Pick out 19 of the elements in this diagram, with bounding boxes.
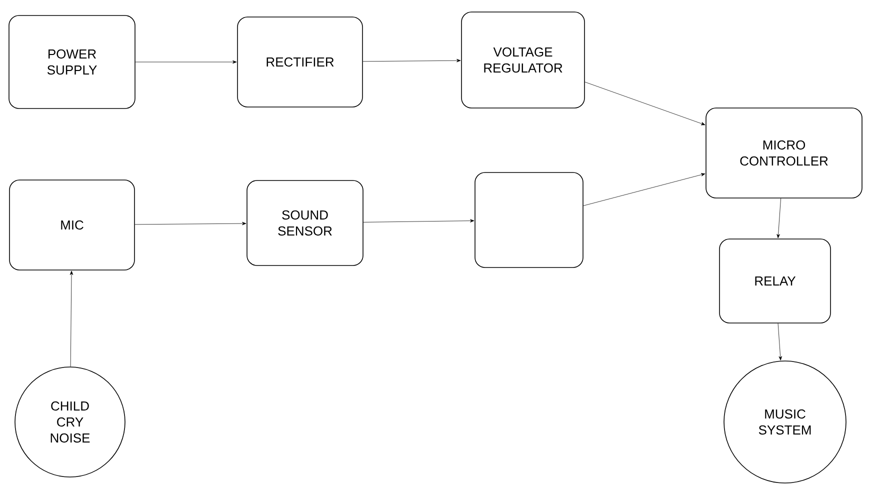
arrow bbox=[776, 198, 782, 238]
circle-node: CHILD CRY NOISE bbox=[14, 366, 126, 478]
process-box: POWER SUPPLY bbox=[8, 15, 136, 109]
arrow bbox=[583, 173, 706, 206]
arrow bbox=[134, 222, 246, 226]
circle-node: MUSIC SYSTEM bbox=[724, 360, 846, 484]
arrow bbox=[584, 82, 706, 126]
process-box: MIC bbox=[9, 180, 135, 270]
process-box: SOUND SENSOR bbox=[246, 180, 364, 266]
process-box: MICRO CONTROLLER bbox=[706, 108, 862, 198]
process-box bbox=[474, 172, 584, 268]
process-box: VOLTAGE REGULATOR bbox=[461, 12, 585, 108]
arrow bbox=[135, 60, 237, 64]
arrow bbox=[362, 58, 461, 62]
arrow bbox=[70, 270, 74, 367]
process-box: RELAY bbox=[719, 238, 831, 324]
process-box: RECTIFIER bbox=[237, 16, 363, 108]
arrow bbox=[778, 323, 782, 360]
arrow bbox=[363, 219, 474, 222]
